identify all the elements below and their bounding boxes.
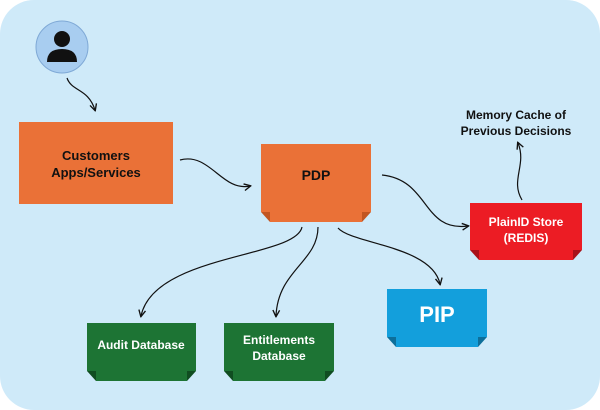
memory-cache-label-line1: Memory Cache of: [466, 108, 567, 122]
entitlements-label-line2: Database: [252, 349, 306, 363]
pdp-node: PDP: [261, 144, 371, 222]
arrow-pdp-to-entitlements: [276, 226, 319, 316]
entitlements-label-line1: Entitlements: [243, 333, 315, 347]
pip-node: PIP: [387, 289, 487, 347]
customers-label-line1: Customers: [62, 148, 130, 163]
plainid-label-line2: (REDIS): [504, 231, 549, 245]
person-icon: [35, 20, 89, 74]
plainid-label-line1: PlainID Store: [489, 215, 564, 229]
arrow-pdp-to-plainid: [381, 174, 468, 226]
pip-label: PIP: [419, 302, 454, 327]
pdp-label: PDP: [302, 167, 331, 183]
audit-database-node: Audit Database: [87, 323, 196, 381]
entitlements-database-node: Entitlements Database: [224, 323, 334, 381]
arrow-pdp-to-audit: [141, 226, 303, 316]
arrow-customers-to-pdp: [179, 158, 250, 187]
audit-database-label: Audit Database: [97, 338, 185, 352]
arrow-pdp-to-pip: [337, 227, 440, 284]
arrow-user-to-customers: [66, 77, 95, 110]
customers-apps-node: Customers Apps/Services: [19, 122, 173, 204]
plainid-store-node: PlainID Store (REDIS): [470, 203, 582, 260]
memory-cache-label-line2: Previous Decisions: [461, 124, 572, 138]
customers-label-line2: Apps/Services: [51, 165, 141, 180]
arrow-plainid-to-memory-cache: [518, 143, 522, 201]
